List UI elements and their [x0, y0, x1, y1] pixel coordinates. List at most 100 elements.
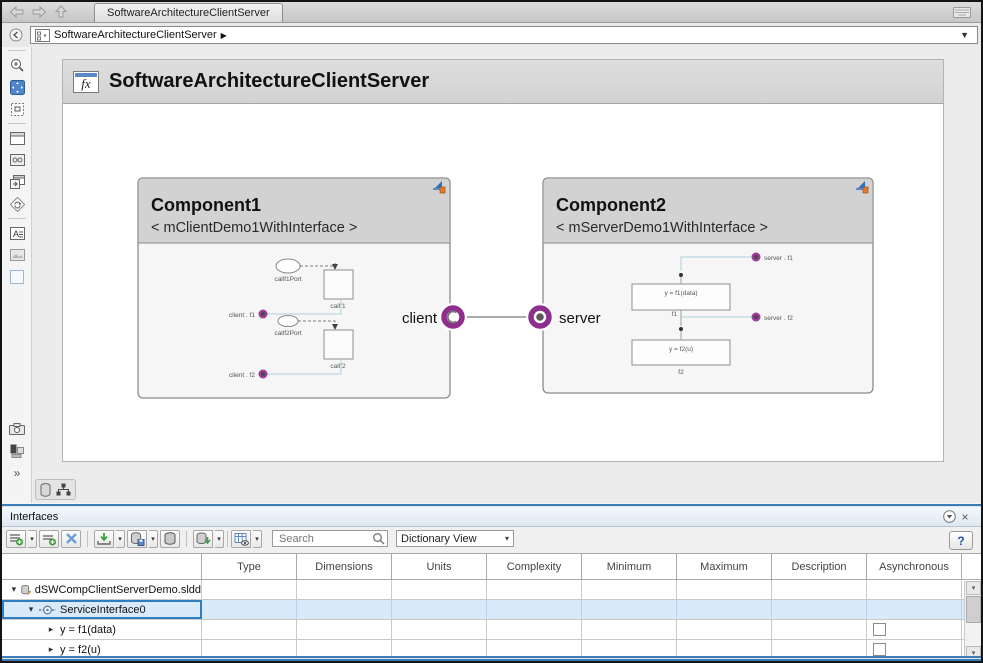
f2-expression: y = f2(u) — [669, 346, 693, 353]
up-icon[interactable] — [52, 5, 70, 19]
image-icon[interactable] — [2, 244, 32, 266]
tab-label: SoftwareArchitectureClientServer — [107, 7, 270, 19]
column-header-name[interactable] — [2, 554, 202, 579]
column-header-units[interactable]: Units — [392, 554, 487, 579]
asynchronous-checkbox[interactable] — [873, 623, 886, 636]
column-header-complexity[interactable]: Complexity — [487, 554, 582, 579]
back-icon[interactable] — [8, 5, 26, 19]
panel-splitter[interactable] — [2, 503, 981, 507]
address-dropdown-icon[interactable]: ▼ — [960, 30, 969, 40]
breadcrumb-item[interactable]: SoftwareArchitectureClientServer — [54, 29, 217, 41]
save-dropdown-icon[interactable]: ▾ — [149, 529, 158, 548]
function-element-name: y = f2(u) — [60, 643, 101, 656]
expand-icon[interactable]: ▾ — [28, 604, 34, 614]
table-row-f1[interactable]: ▸ y = f1(data) — [2, 620, 981, 640]
panel-collapse-icon[interactable] — [941, 510, 957, 524]
link-dictionary-button[interactable] — [160, 529, 180, 548]
callf2-block[interactable] — [323, 329, 354, 360]
component2-stereotype: < mServerDemo1WithInterface > — [556, 220, 768, 236]
server-dot-icon — [536, 313, 544, 321]
export-dropdown-icon[interactable]: ▾ — [215, 529, 224, 548]
server-port[interactable] — [526, 303, 554, 331]
viewer-icon[interactable] — [2, 149, 32, 171]
canvas-title: SoftwareArchitectureClientServer — [109, 70, 430, 92]
table-row-service-interface[interactable]: ▾ ServiceInterface0 — [2, 600, 981, 620]
component2-link-badge-icon[interactable] — [856, 181, 869, 194]
server-f2-label: server . f2 — [764, 315, 793, 322]
import-dropdown-icon[interactable]: ▾ — [116, 529, 125, 548]
client-port[interactable] — [439, 303, 467, 331]
table-row-dictionary[interactable]: ▾ dSWCompClientServerDemo.sldd — [2, 580, 981, 600]
breadcrumb[interactable]: SoftwareArchitectureClientServer ▶ ▼ — [30, 26, 978, 44]
help-button[interactable]: ? — [949, 531, 973, 550]
search-input[interactable] — [277, 531, 372, 546]
callf1port-shape[interactable] — [275, 258, 301, 274]
keyboard-icon[interactable] — [951, 5, 973, 19]
palette-toolbar: A » — [2, 47, 32, 503]
delete-button[interactable] — [61, 529, 81, 548]
component1-stereotype: < mClientDemo1WithInterface > — [151, 220, 357, 236]
diagram-canvas[interactable]: fx SoftwareArchitectureClientServer Comp… — [62, 59, 944, 462]
search-icon[interactable] — [372, 532, 385, 545]
client-f2-label: client . f2 — [229, 372, 255, 379]
column-header-maximum[interactable]: Maximum — [677, 554, 772, 579]
export-button[interactable] — [193, 529, 213, 548]
callf2port-shape[interactable] — [277, 315, 299, 327]
search-box — [272, 530, 388, 547]
interfaces-panel: Interfaces × ▾ ▾ ▾ — [2, 507, 981, 661]
copy-view-icon[interactable] — [2, 171, 32, 193]
update-diagram-icon[interactable] — [2, 193, 32, 215]
open-window-icon[interactable] — [2, 127, 32, 149]
expand-icon[interactable]: ▸ — [48, 644, 54, 654]
dictionary-badge-icon[interactable] — [40, 482, 51, 497]
callf1-block[interactable] — [323, 269, 354, 300]
tab-bar: SoftwareArchitectureClientServer — [2, 2, 981, 23]
zoom-icon[interactable] — [2, 54, 32, 76]
viewmarks-icon[interactable] — [2, 440, 32, 462]
panel-close-icon[interactable]: × — [961, 509, 969, 524]
scrollbar-thumb[interactable] — [966, 596, 981, 623]
column-header-minimum[interactable]: Minimum — [582, 554, 677, 579]
column-header-asynchronous[interactable]: Asynchronous — [867, 554, 962, 579]
column-header-type[interactable]: Type — [202, 554, 297, 579]
client-crescent-icon — [447, 310, 458, 324]
dictionary-icon — [21, 584, 31, 595]
area-icon[interactable] — [2, 266, 32, 288]
f2-block[interactable] — [631, 339, 731, 366]
view-mode-select[interactable]: Dictionary View ▾ — [396, 530, 514, 547]
import-button[interactable] — [94, 529, 114, 548]
tab-software-architecture[interactable]: SoftwareArchitectureClientServer — [94, 3, 283, 22]
scroll-up-icon[interactable]: ▾ — [966, 581, 981, 595]
f1-block[interactable] — [631, 283, 731, 311]
fit-to-view-icon[interactable] — [2, 76, 32, 98]
add-interface-button[interactable] — [6, 529, 26, 548]
server-port-label: server — [559, 310, 601, 327]
add-interface-dropdown-icon[interactable]: ▾ — [28, 529, 37, 548]
fx-icon: fx — [73, 70, 99, 93]
breadcrumb-caret-icon[interactable]: ▶ — [220, 30, 227, 40]
save-dictionary-button[interactable] — [127, 529, 147, 548]
interfaces-table: Type Dimensions Units Complexity Minimum… — [2, 553, 981, 660]
address-bar: SoftwareArchitectureClientServer ▶ ▼ — [2, 23, 981, 47]
column-header-dimensions[interactable]: Dimensions — [297, 554, 392, 579]
column-header-description[interactable]: Description — [772, 554, 867, 579]
asynchronous-checkbox[interactable] — [873, 643, 886, 656]
screenshot-icon[interactable] — [2, 418, 32, 440]
forward-icon[interactable] — [30, 5, 48, 19]
expand-icon[interactable]: ▸ — [48, 624, 54, 634]
annotation-icon[interactable]: A — [2, 222, 32, 244]
function-element-name: y = f1(data) — [60, 623, 116, 636]
component1[interactable]: Component1 < mClientDemo1WithInterface >… — [137, 177, 451, 399]
zoom-region-icon[interactable] — [2, 98, 32, 120]
add-element-button[interactable] — [39, 529, 59, 548]
column-view-dropdown-icon[interactable]: ▾ — [253, 529, 262, 548]
table-scrollbar[interactable]: ▾ ▾ — [964, 581, 981, 660]
canvas-badge-bar — [35, 479, 76, 500]
hide-explorer-icon[interactable] — [2, 28, 30, 42]
hierarchy-badge-icon[interactable] — [56, 483, 71, 496]
expand-icon[interactable]: ▾ — [11, 584, 17, 594]
column-view-button[interactable] — [231, 529, 251, 548]
component2[interactable]: Component2 < mServerDemo1WithInterface >… — [542, 177, 874, 394]
expand-palette-icon[interactable]: » — [13, 466, 21, 480]
component1-link-badge-icon[interactable] — [433, 181, 446, 194]
